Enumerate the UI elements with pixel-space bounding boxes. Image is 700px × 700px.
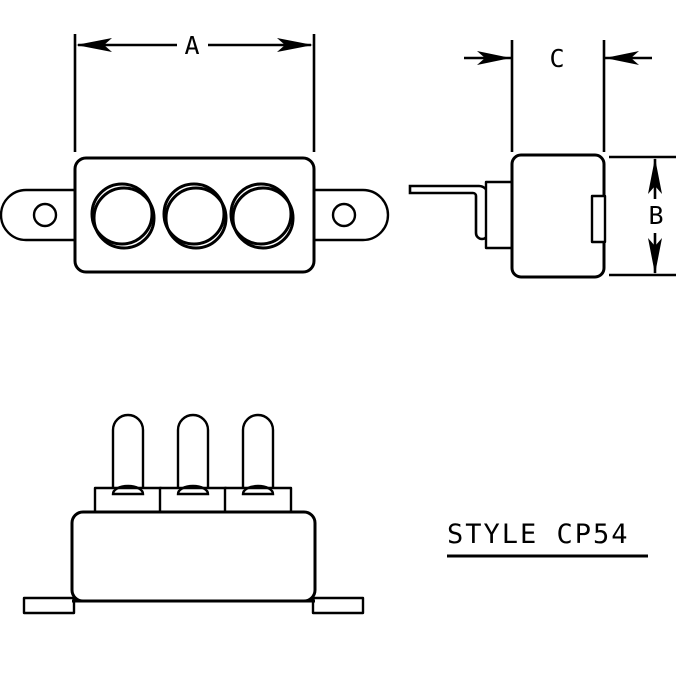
base-flange-left (22, 596, 76, 615)
side-view-notch (590, 194, 607, 244)
contact-2-inner-circle (164, 186, 228, 250)
front-view-body (70, 510, 317, 603)
contact-1 (90, 182, 156, 250)
dimension-c-arrowhead-right (605, 51, 639, 65)
base-flange-right (311, 596, 365, 615)
top-view (0, 156, 390, 274)
contact-3-inner-circle (231, 186, 295, 250)
dimension-a-group: A (73, 31, 316, 152)
style-label-group: STYLE CP54 (447, 519, 648, 558)
terminal-root-3 (241, 484, 275, 496)
dimension-b-arrowhead-top (648, 158, 662, 194)
contact-3 (229, 182, 295, 250)
side-view-body (510, 153, 606, 279)
dimension-b-label: B (648, 201, 663, 230)
front-view (22, 413, 365, 615)
terminal-base-3 (223, 486, 293, 515)
dimension-a-arrowhead-left (76, 38, 112, 52)
terminal-base-2 (158, 486, 228, 515)
mounting-hole-right (331, 202, 357, 228)
contact-1-outer-circle (90, 182, 154, 246)
dimension-b-arrowhead-bottom (648, 238, 662, 274)
terminal-post-3 (241, 413, 275, 496)
style-label: STYLE CP54 (447, 519, 630, 550)
dimension-b-group: B (609, 155, 676, 277)
dimension-a-arrowhead-right (277, 38, 313, 52)
dimension-c-arrowhead-left (477, 51, 511, 65)
contact-1-inner-circle (92, 186, 156, 250)
terminal-root-2 (176, 484, 210, 496)
terminal-post-2 (176, 413, 210, 496)
dimension-c-group: C (464, 40, 652, 152)
terminal-post-1 (111, 413, 145, 496)
contact-3-outer-circle (229, 182, 293, 246)
dimension-a-label: A (184, 31, 199, 60)
terminal-base-1 (93, 486, 163, 515)
side-view-lead (408, 184, 490, 241)
mounting-hole-left (32, 202, 58, 228)
contact-2-outer-circle (162, 182, 226, 246)
contact-2 (162, 182, 228, 250)
dimension-c-label: C (549, 44, 564, 73)
side-view (408, 153, 607, 279)
terminal-root-1 (111, 484, 145, 496)
